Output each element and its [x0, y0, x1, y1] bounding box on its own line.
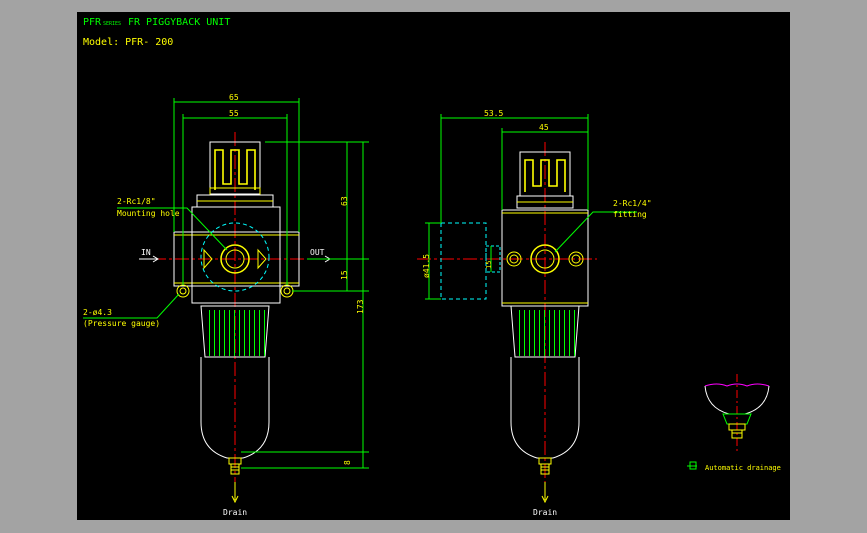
side-port-left	[506, 251, 522, 267]
callout-gauge-1: 2-ø4.3	[83, 308, 112, 317]
dim-side-15: 15	[485, 261, 493, 269]
detail-valve	[722, 413, 752, 425]
front-drain-label: Drain	[223, 508, 247, 517]
drawing-canvas: PFR SERIES FR PIGGYBACK UNIT Model: PFR-…	[77, 12, 790, 520]
side-gauge-hidden	[440, 222, 487, 300]
side-view: Drain 53.5 45 ø41.5 15 2-Rc1/4" fitting	[417, 109, 652, 517]
front-flow-arrow-right	[257, 248, 267, 270]
front-flow-arrow-left	[203, 248, 213, 270]
port-out-label: OUT	[310, 248, 325, 257]
detail-legend-symbol	[689, 461, 697, 470]
callout-fitting-leader	[554, 211, 637, 253]
detail-legend: Automatic drainage	[705, 464, 781, 472]
front-bowl-guard	[200, 305, 270, 358]
dim-55: 55	[229, 109, 239, 118]
front-body-core	[191, 206, 281, 304]
callout-mount-2: Mounting hole	[117, 209, 180, 218]
callout-fitting-1: 2-Rc1/4"	[613, 199, 652, 208]
cad-drawing: PFR SERIES FR PIGGYBACK UNIT Model: PFR-…	[83, 17, 781, 517]
detail-break-line	[704, 383, 770, 387]
dim-15: 15	[340, 270, 349, 280]
dim-53-5: 53.5	[484, 109, 503, 118]
title-model: Model: PFR- 200	[83, 37, 173, 48]
front-body	[173, 231, 300, 287]
front-gauge-hidden	[200, 222, 270, 292]
side-drain-label: Drain	[533, 508, 557, 517]
dim-45: 45	[539, 123, 549, 132]
side-bowl-guard	[510, 305, 580, 358]
callout-mount-1: 2-Rc1/8"	[117, 197, 156, 206]
front-view: Drain IN OUT 65 55 63 15 173 8 2-Rc1/8" …	[83, 93, 369, 517]
callout-mount-leader	[117, 207, 228, 251]
title-name: FR PIGGYBACK UNIT	[128, 17, 230, 28]
port-in-label: IN	[141, 248, 151, 257]
title-block: PFR SERIES FR PIGGYBACK UNIT Model: PFR-…	[83, 17, 230, 48]
front-port-inner	[225, 249, 245, 269]
dim-173: 173	[356, 299, 365, 314]
front-port-outer	[220, 244, 250, 274]
side-port-right	[568, 251, 584, 267]
dim-65: 65	[229, 93, 239, 102]
front-gauge-port-left	[176, 284, 190, 298]
side-knob-grip	[524, 159, 566, 192]
callout-fitting-2: fitting	[613, 210, 647, 219]
front-gauge-port-right	[280, 284, 294, 298]
title-series: SERIES	[103, 21, 121, 27]
callout-gauge-2: (Pressure gauge)	[83, 319, 160, 328]
dim-gauge-dia: ø41.5	[422, 254, 431, 278]
dim-63: 63	[340, 196, 349, 206]
side-port-outer	[530, 244, 560, 274]
dim-8: 8	[343, 460, 352, 465]
title-pfr: PFR	[83, 17, 102, 28]
front-knob	[209, 141, 261, 195]
detail-auto-drain: Automatic drainage	[687, 374, 781, 472]
callout-gauge-leader	[83, 293, 180, 319]
front-knob-grip	[214, 149, 256, 190]
